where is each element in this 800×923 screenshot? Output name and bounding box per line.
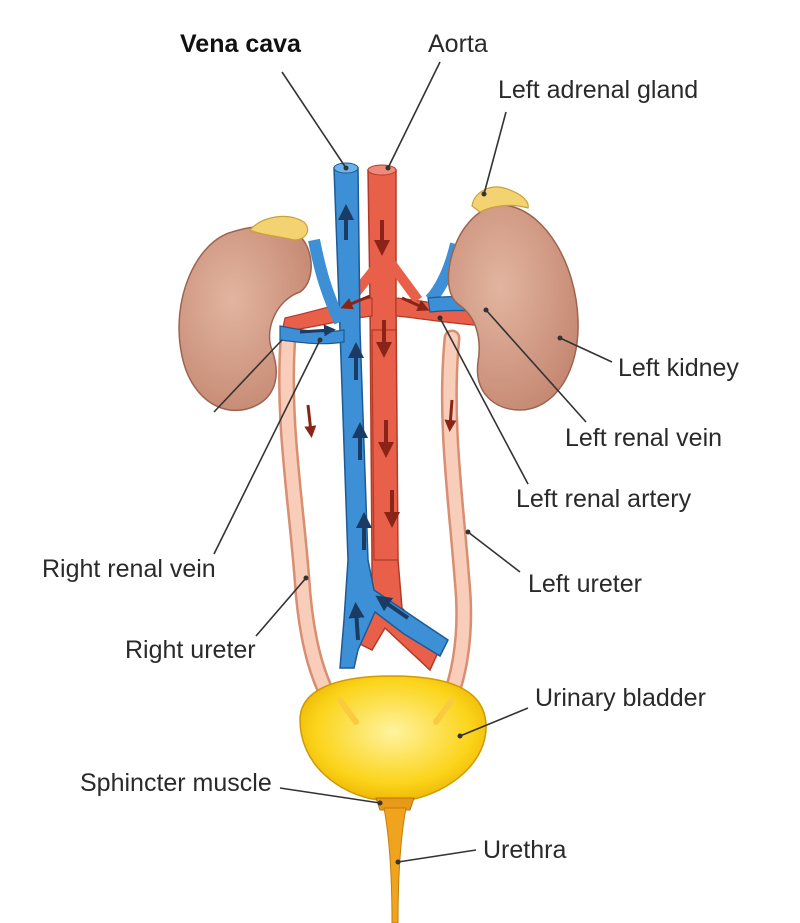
left-ureter-label: Left ureter <box>528 570 642 598</box>
vena-cava-label: Vena cava <box>180 30 301 58</box>
right-adrenal-gland <box>249 215 309 241</box>
urethra-label: Urethra <box>483 836 567 864</box>
aorta-label: Aorta <box>428 30 488 58</box>
left-kidney-label: Left kidney <box>618 354 739 382</box>
sphincter-muscle-label: Sphincter muscle <box>80 769 272 797</box>
sphincter-muscle-organ <box>375 797 415 811</box>
urinary-bladder-organ <box>299 675 487 801</box>
right-renal-vein-label: Right renal vein <box>42 555 216 583</box>
left-adrenal-gland-label: Left adrenal gland <box>498 76 699 104</box>
left-renal-vein-label: Left renal vein <box>565 424 723 452</box>
urethra-tube <box>383 807 407 923</box>
left-kidney <box>447 204 579 411</box>
urinary-bladder-label: Urinary bladder <box>535 684 706 712</box>
leader-dots <box>303 165 563 865</box>
leader-lines <box>213 61 613 863</box>
left-renal-artery-label: Left renal artery <box>516 485 692 513</box>
right-ureter-label: Right ureter <box>125 636 256 664</box>
